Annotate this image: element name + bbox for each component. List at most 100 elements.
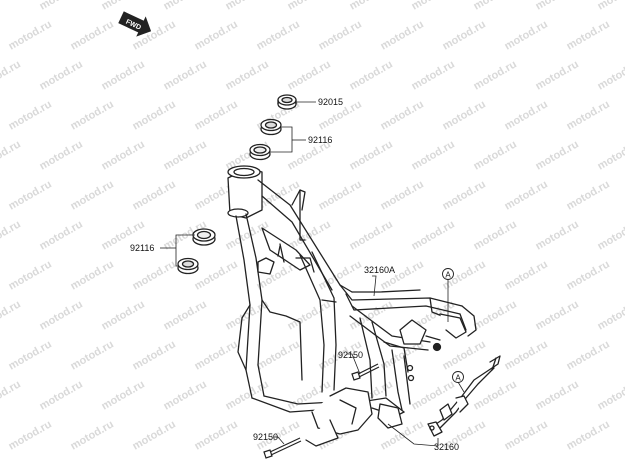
watermark-text: motod.ru bbox=[534, 298, 581, 332]
watermark-text: motod.ru bbox=[596, 0, 625, 13]
watermark-text: motod.ru bbox=[193, 98, 240, 132]
watermark-text: motod.ru bbox=[38, 218, 85, 252]
watermark-text: motod.ru bbox=[565, 98, 612, 132]
watermark-text: motod.ru bbox=[100, 58, 147, 92]
part-label-92116-top: 92116 bbox=[308, 135, 332, 145]
callout-a-lower: A bbox=[453, 372, 464, 383]
watermark-text: motod.ru bbox=[69, 418, 116, 452]
watermark-text: motod.ru bbox=[69, 258, 116, 292]
watermark-text: motod.ru bbox=[534, 0, 581, 13]
watermark-text: motod.ru bbox=[255, 338, 302, 372]
watermark-text: motod.ru bbox=[472, 218, 519, 252]
watermark-text: motod.ru bbox=[379, 18, 426, 52]
watermark-text: motod.ru bbox=[441, 338, 488, 372]
part-label-92150-mid: 92150 bbox=[338, 350, 363, 360]
watermark-text: motod.ru bbox=[7, 98, 54, 132]
watermark-text: motod.ru bbox=[348, 58, 395, 92]
watermark-text: motod.ru bbox=[410, 138, 457, 172]
watermark-text: motod.ru bbox=[348, 298, 395, 332]
watermark-text: motod.ru bbox=[286, 298, 333, 332]
watermark-text: motod.ru bbox=[472, 298, 519, 332]
watermark-text: motod.ru bbox=[7, 258, 54, 292]
watermark-text: motod.ru bbox=[596, 378, 625, 412]
watermark-text: motod.ru bbox=[472, 0, 519, 13]
watermark-text: motod.ru bbox=[410, 58, 457, 92]
watermark-text: motod.ru bbox=[317, 18, 364, 52]
watermark-text: motod.ru bbox=[162, 298, 209, 332]
watermark-text: motod.ru bbox=[69, 338, 116, 372]
watermark-text: motod.ru bbox=[348, 218, 395, 252]
watermark-text: motod.ru bbox=[224, 0, 271, 13]
watermark-text: motod.ru bbox=[193, 18, 240, 52]
watermark-text: motod.ru bbox=[131, 258, 178, 292]
watermark-text: motod.ru bbox=[565, 258, 612, 292]
watermark-text: motod.ru bbox=[69, 98, 116, 132]
watermark-text: motod.ru bbox=[224, 218, 271, 252]
callout-a-upper: A bbox=[443, 269, 454, 280]
watermark-text: motod.ru bbox=[596, 218, 625, 252]
part-label-92150-bottom: 92150 bbox=[253, 432, 278, 442]
watermark-text: motod.ru bbox=[38, 58, 85, 92]
watermark-text: motod.ru bbox=[503, 178, 550, 212]
watermark-text: motod.ru bbox=[0, 298, 23, 332]
watermark-text: motod.ru bbox=[38, 138, 85, 172]
watermark-text: motod.ru bbox=[534, 58, 581, 92]
watermark-text: motod.ru bbox=[131, 178, 178, 212]
watermark-text: motod.ru bbox=[410, 0, 457, 13]
watermark-text: motod.ru bbox=[69, 178, 116, 212]
watermark-text: motod.ru bbox=[38, 378, 85, 412]
watermark-text: motod.ru bbox=[224, 58, 271, 92]
watermark-text: motod.ru bbox=[286, 58, 333, 92]
watermark-text: motod.ru bbox=[472, 138, 519, 172]
watermark-text: motod.ru bbox=[193, 338, 240, 372]
watermark-text: motod.ru bbox=[193, 258, 240, 292]
watermark-text: motod.ru bbox=[0, 378, 23, 412]
watermark-text: motod.ru bbox=[131, 98, 178, 132]
bearing-92116-upper bbox=[250, 120, 281, 160]
part-label-32160A: 32160A bbox=[364, 265, 395, 275]
watermark-text: motod.ru bbox=[348, 138, 395, 172]
watermark-text: motod.ru bbox=[503, 98, 550, 132]
watermark-text: motod.ru bbox=[472, 58, 519, 92]
watermark-text: motod.ru bbox=[441, 178, 488, 212]
watermark-text: motod.ru bbox=[69, 18, 116, 52]
watermark-text: motod.ru bbox=[38, 0, 85, 13]
watermark-text: motod.ru bbox=[7, 178, 54, 212]
watermark-text: motod.ru bbox=[503, 418, 550, 452]
watermark-text: motod.ru bbox=[317, 178, 364, 212]
watermark-text: motod.ru bbox=[255, 18, 302, 52]
watermark-text: motod.ru bbox=[162, 378, 209, 412]
watermark-text: motod.ru bbox=[379, 258, 426, 292]
part-label-92015: 92015 bbox=[318, 97, 343, 107]
watermark-text: motod.ru bbox=[565, 18, 612, 52]
watermark-text: motod.ru bbox=[534, 218, 581, 252]
watermark-text: motod.ru bbox=[503, 258, 550, 292]
watermark-text: motod.ru bbox=[193, 418, 240, 452]
watermark-text: motod.ru bbox=[0, 0, 23, 13]
watermark-text: motod.ru bbox=[7, 338, 54, 372]
watermark-text: motod.ru bbox=[565, 418, 612, 452]
watermark-text: motod.ru bbox=[348, 0, 395, 13]
part-label-32160: 32160 bbox=[434, 442, 459, 452]
watermark-text: motod.ru bbox=[286, 0, 333, 13]
watermark-text: motod.ru bbox=[596, 298, 625, 332]
watermark-text: motod.ru bbox=[131, 338, 178, 372]
callout-a-upper-label: A bbox=[445, 271, 451, 280]
watermark-text: motod.ru bbox=[565, 178, 612, 212]
watermark-text: motod.ru bbox=[565, 338, 612, 372]
watermark-text: motod.ru bbox=[0, 58, 23, 92]
watermark-text: motod.ru bbox=[7, 418, 54, 452]
callout-a-lower-label: A bbox=[455, 374, 461, 383]
watermark-text: motod.ru bbox=[534, 378, 581, 412]
watermark-text: motod.ru bbox=[100, 138, 147, 172]
watermark-text: motod.ru bbox=[131, 418, 178, 452]
watermark-text: motod.ru bbox=[0, 218, 23, 252]
watermark-text: motod.ru bbox=[379, 98, 426, 132]
watermark-text: motod.ru bbox=[441, 18, 488, 52]
watermark-text: motod.ru bbox=[100, 298, 147, 332]
watermark-text: motod.ru bbox=[0, 138, 23, 172]
watermark-text: motod.ru bbox=[162, 138, 209, 172]
bolt-92150-mid bbox=[352, 364, 379, 380]
